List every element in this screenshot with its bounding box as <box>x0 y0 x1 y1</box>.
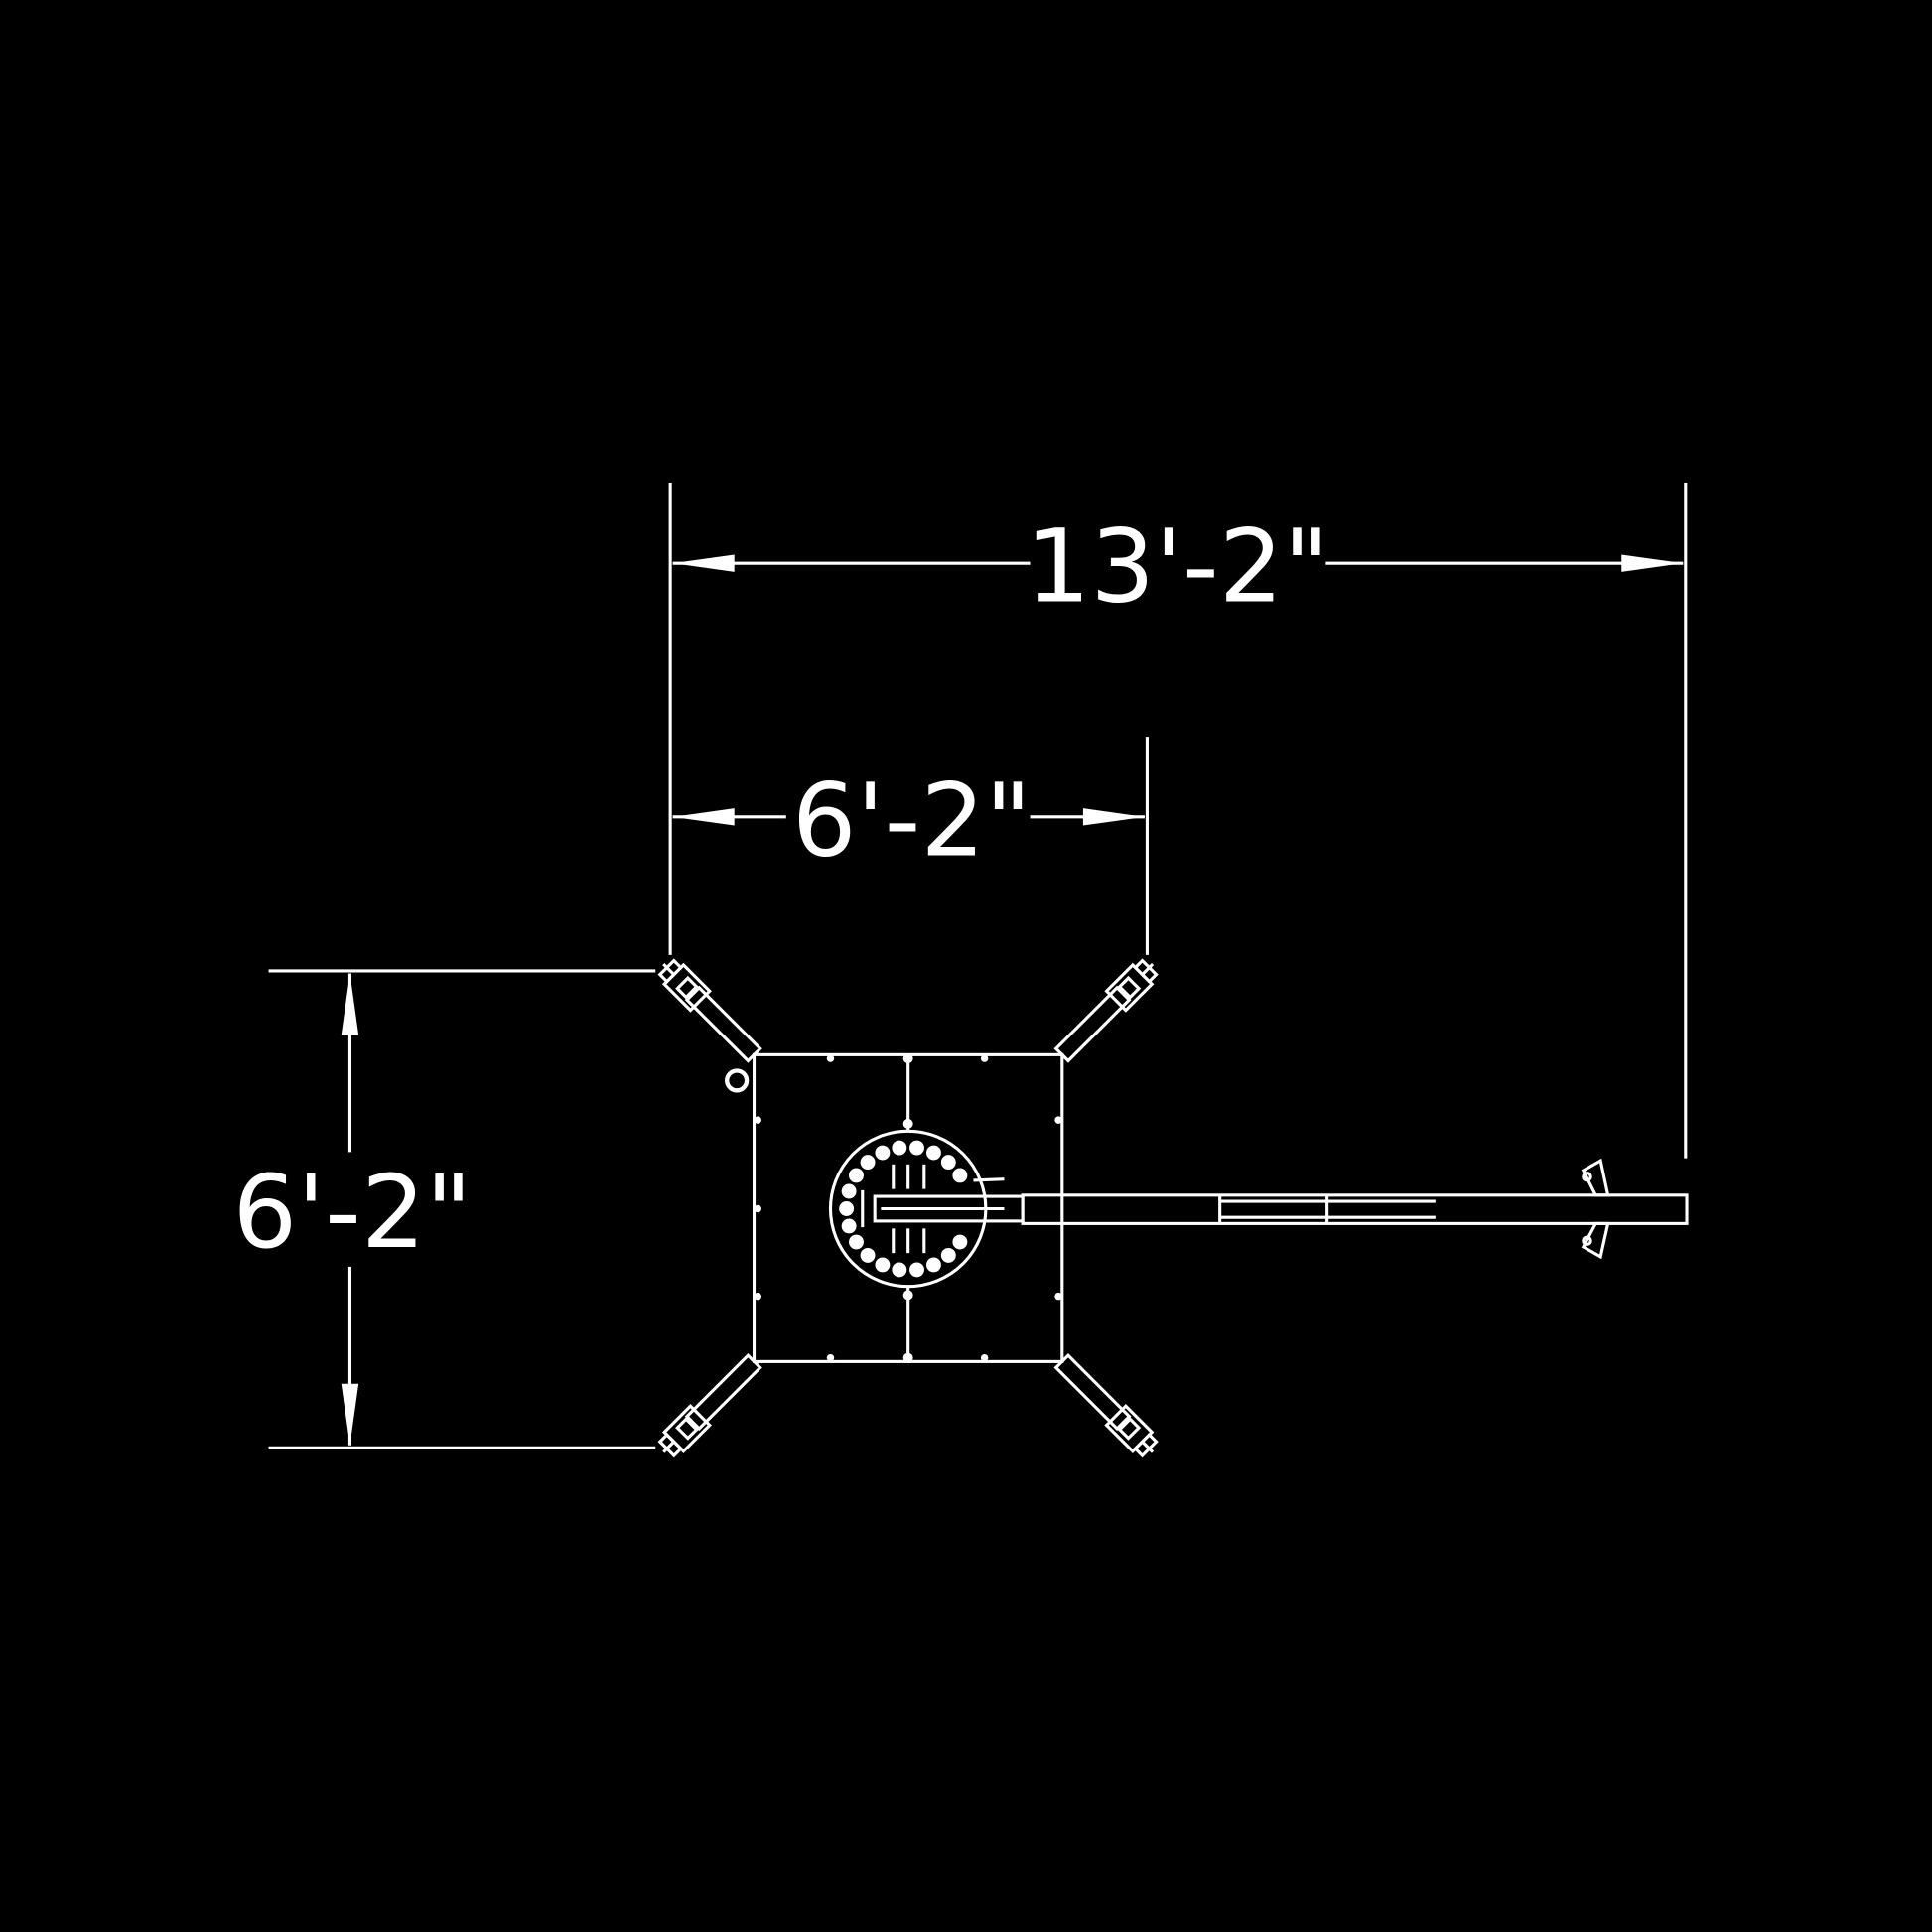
outrigger-leg <box>1053 1353 1159 1458</box>
boom-tip-bracket <box>1581 1158 1610 1260</box>
slew-ring <box>828 1129 988 1289</box>
bolt <box>909 1262 924 1278</box>
outrigger-leg <box>1053 958 1159 1063</box>
bolt <box>860 1247 876 1263</box>
arrow-left-icon <box>672 554 735 572</box>
bolt <box>839 1201 855 1216</box>
bolt <box>892 1140 907 1156</box>
arrow-down-icon <box>341 1383 359 1446</box>
outrigger-leg <box>657 958 762 1063</box>
bolt <box>875 1257 891 1273</box>
arrow-left-icon <box>672 808 735 826</box>
dimension-label: 6'-2" <box>232 1154 472 1271</box>
dimension-outrigger-width: 6'-2" <box>672 737 1149 955</box>
bolt <box>926 1145 941 1161</box>
arrow-up-icon <box>341 973 359 1035</box>
bolt <box>841 1218 857 1234</box>
dimension-label: 6'-2" <box>792 761 1032 879</box>
bolt <box>841 1183 857 1199</box>
bolt <box>909 1140 924 1156</box>
bolt <box>926 1257 941 1273</box>
base-plate <box>725 1052 1064 1363</box>
dimension-outrigger-depth: 6'-2" <box>232 969 656 1449</box>
bolt <box>952 1168 968 1183</box>
bolt <box>892 1262 907 1278</box>
bolt <box>849 1168 864 1183</box>
dimension-label: 13'-2" <box>1027 508 1330 625</box>
lifting-eye-icon <box>725 1068 750 1093</box>
bolt <box>860 1155 876 1171</box>
arrow-right-icon <box>1082 808 1145 826</box>
outrigger-leg <box>657 1353 762 1458</box>
dimension-overall-length: 13'-2" <box>668 483 1688 1159</box>
arrow-right-icon <box>1621 554 1684 572</box>
bolt <box>875 1145 891 1161</box>
bolt <box>940 1247 956 1263</box>
bolt <box>952 1234 968 1250</box>
bolt <box>849 1234 864 1250</box>
boom <box>861 1158 1689 1260</box>
bolt <box>940 1155 956 1171</box>
